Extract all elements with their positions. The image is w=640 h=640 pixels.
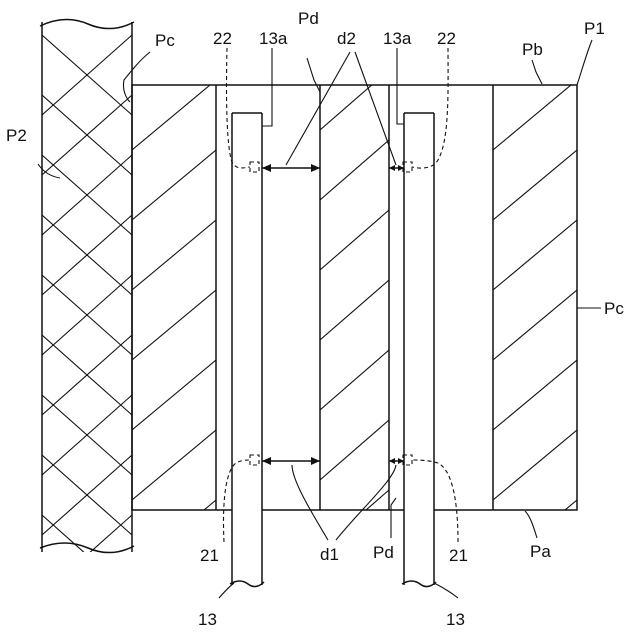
label-d1: d1 <box>320 545 339 564</box>
label-pa: Pa <box>530 542 551 561</box>
plate-p2 <box>40 19 134 595</box>
p2-hatch <box>42 35 132 595</box>
leader-pa <box>525 511 537 538</box>
labels: P2 Pc 22 13a Pd d2 13a 22 Pb P1 Pc 21 d1… <box>6 9 624 629</box>
label-21-left: 21 <box>200 546 219 565</box>
label-pd-bottom: Pd <box>373 543 394 562</box>
leader-pd-top <box>307 58 320 92</box>
label-d2: d2 <box>337 29 356 48</box>
leader-13a-right <box>397 48 404 124</box>
contact-points <box>250 162 412 465</box>
label-p1: P1 <box>584 19 605 38</box>
label-13a-left: 13a <box>259 29 288 48</box>
label-22-left: 22 <box>213 29 232 48</box>
pin-13-left <box>230 113 264 587</box>
label-21-right: 21 <box>449 546 468 565</box>
label-pb: Pb <box>522 40 543 59</box>
leader-d2-a <box>286 52 350 165</box>
label-pc-right: Pc <box>604 299 624 318</box>
leader-pc-top <box>123 52 150 102</box>
hatch-left-section <box>132 80 216 570</box>
label-pc-top: Pc <box>155 31 175 50</box>
leader-d1-b <box>336 465 396 540</box>
hatch-right-section <box>493 80 577 570</box>
p1-outline <box>132 85 577 510</box>
dimension-arrows <box>262 164 404 465</box>
leader-d2-b <box>355 52 396 165</box>
p2-bottom-break <box>40 543 134 553</box>
leader-pb <box>532 60 542 84</box>
plate-p1 <box>132 70 577 570</box>
label-p2: P2 <box>6 126 27 145</box>
pin-13-right <box>402 113 436 587</box>
leader-13-left <box>219 583 234 598</box>
label-pd-top: Pd <box>298 9 319 28</box>
p2-top-break <box>40 19 134 28</box>
leader-d1-a <box>292 465 328 540</box>
leader-13-right <box>434 583 458 598</box>
label-13-left: 13 <box>198 610 217 629</box>
label-13-right: 13 <box>446 610 465 629</box>
leader-p1 <box>577 40 592 85</box>
hatch-middle-section <box>320 70 389 550</box>
leader-13a-left <box>262 48 272 126</box>
label-13a-right: 13a <box>383 29 412 48</box>
label-22-right: 22 <box>437 29 456 48</box>
leader-pd-bottom <box>391 498 396 538</box>
